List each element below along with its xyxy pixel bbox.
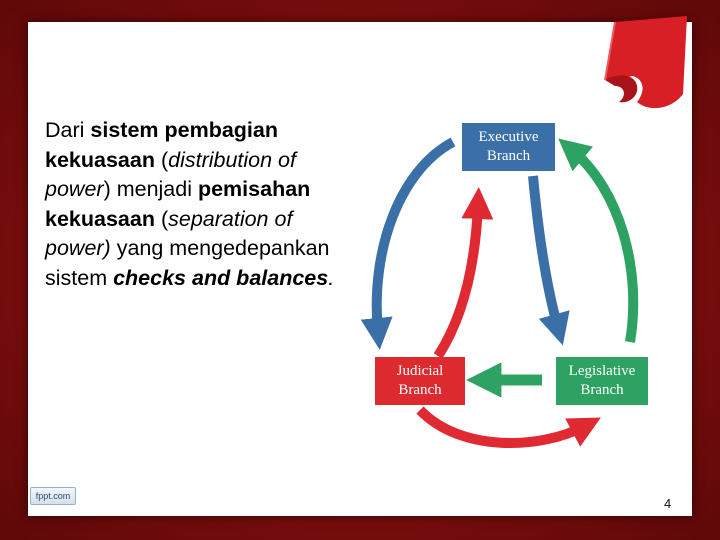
page-number: 4 (664, 496, 672, 511)
text-distribution-of-power: distribution of power (45, 147, 296, 202)
text-period: . (328, 265, 335, 290)
arrow-judicial-to-executive (433, 187, 494, 359)
text-pemisahan-kekuasaan: pemisahan kekuasaan (45, 177, 311, 231)
arrow-executive-to-judicial (360, 137, 456, 350)
text-checks-and-balances: checks and balances (113, 265, 329, 290)
judicial-branch-line2: Branch (398, 382, 442, 398)
text-menjadi: ) menjadi (103, 177, 198, 201)
executive-branch-box: Executive Branch (462, 123, 555, 171)
executive-branch-line2: Branch (486, 148, 531, 164)
executive-branch-line1: Executive (478, 129, 539, 145)
legislative-branch-box: Legislative Branch (556, 357, 648, 405)
fppt-logo: fppt.com (30, 487, 76, 505)
legislative-branch-line2: Branch (580, 382, 624, 398)
arrow-judicial-to-legislative (416, 406, 601, 449)
text-separation-of-power: separation of power) (45, 206, 293, 261)
text-sistem-pembagian-kekuasaan: sistem pembagian kekuasaan (45, 118, 278, 172)
text-paren-open-2: ( (154, 206, 169, 231)
body-text: Dari sistem pembagian kekuasaan (distrib… (45, 116, 355, 293)
text-yang-mengedepankan: yang mengedepankan sistem (45, 236, 330, 290)
page-curl-decoration (604, 16, 687, 109)
arrow-executive-to-legislative (528, 175, 570, 346)
text-paren-open: ( (154, 147, 169, 172)
judicial-branch-box: Judicial Branch (375, 357, 465, 405)
judicial-branch-line1: Judicial (396, 363, 444, 379)
arrow-legislative-to-executive (558, 138, 639, 343)
legislative-branch-line1: Legislative (568, 363, 636, 379)
diagram-arrows (360, 137, 639, 449)
text-dari: Dari (45, 118, 91, 142)
branches-diagram: Executive Branch Judicial Branch Legisla… (360, 110, 660, 460)
